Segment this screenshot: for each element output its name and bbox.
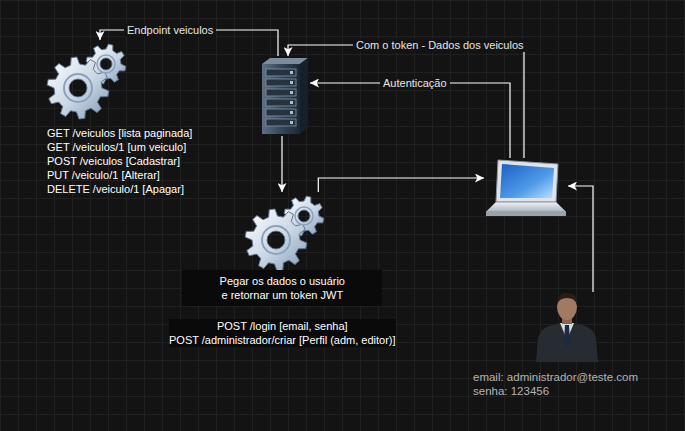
server-bay: [266, 69, 296, 76]
node-text: PUT /veiculo/1 [Alterar]: [42, 168, 192, 182]
edge-label: Com o token - Dados dos veiculos: [353, 39, 527, 52]
edge-label: Endpoint veiculos: [124, 24, 216, 37]
node-text: email: administrador@teste.com: [470, 370, 638, 384]
person-hair: [557, 293, 577, 305]
server-side: [300, 58, 308, 134]
gear-large: [47, 57, 109, 119]
laptop-base: [486, 212, 566, 216]
node-text: GET /veiculos/1 [um veiculo]: [42, 140, 192, 154]
server-icon: [254, 56, 310, 136]
server-bay: [266, 109, 296, 116]
server-led: [290, 71, 293, 74]
connector-arrow: [288, 45, 524, 158]
node-text: senha: 123456: [470, 384, 638, 398]
node-text: POST /administrador/criar [Perfil (adm, …: [169, 333, 396, 347]
node-text: POST /veiculos [Cadastrar]: [42, 154, 192, 168]
server-led: [290, 101, 293, 104]
server-led: [290, 91, 293, 94]
server-bay: [266, 89, 296, 96]
service-node: GET /veiculos [lista paginada]GET /veicu…: [42, 40, 192, 196]
connector-arrow: [318, 178, 484, 192]
connector-arrow: [568, 186, 593, 292]
user-node: email: administrador@teste.comsenha: 123…: [470, 292, 638, 398]
gear-hub: [97, 55, 115, 73]
server-body: [262, 64, 300, 134]
server-led: [290, 111, 293, 114]
node-text: POST /login [email, senha]: [169, 319, 396, 333]
laptop-icon: [484, 158, 568, 218]
connector-arrow: [310, 83, 510, 158]
connector-arrow: [281, 136, 282, 192]
gear-hub: [262, 226, 290, 254]
server-node: [254, 56, 310, 136]
server-led: [290, 121, 293, 124]
gears-icon: [42, 40, 130, 120]
client-node: [484, 158, 568, 218]
server-led: [290, 81, 293, 84]
laptop-lid: [496, 160, 558, 202]
person-tie: [564, 325, 570, 348]
server-bay: [266, 79, 296, 86]
node-text: Pegar os dados o usuário e retornar um t…: [182, 270, 382, 306]
person-head: [557, 294, 577, 320]
gear-hub: [64, 74, 92, 102]
server-bay: [266, 119, 296, 126]
auth-node: Pegar os dados o usuário e retornar um t…: [169, 192, 396, 347]
gears-icon: [240, 192, 324, 266]
server-bay: [266, 99, 296, 106]
laptop-keyboard: [486, 202, 566, 212]
laptop-screen: [500, 164, 554, 198]
person-suit: [536, 323, 598, 362]
node-text: DELETE /veiculo/1 [Apagar]: [42, 182, 192, 196]
person-icon: [532, 292, 602, 364]
gear-hub: [295, 207, 313, 225]
node-text: GET /veiculos [lista paginada]: [42, 126, 192, 140]
server-top: [262, 58, 308, 64]
gear-large: [245, 209, 307, 271]
edge-label: Autenticação: [380, 77, 450, 90]
